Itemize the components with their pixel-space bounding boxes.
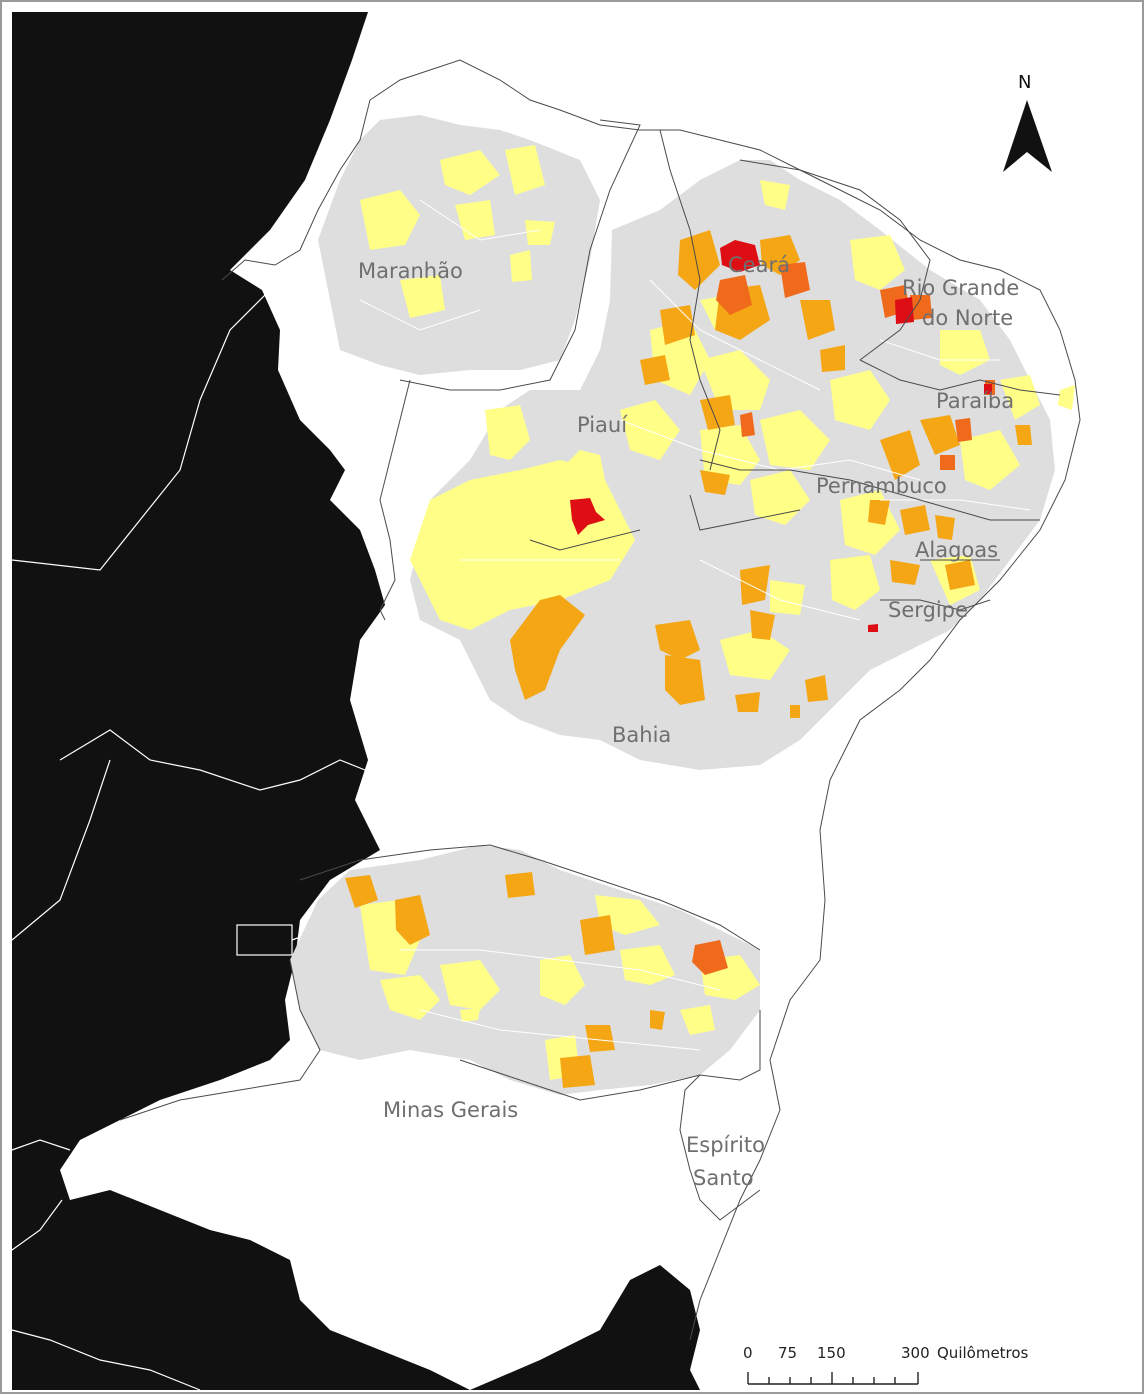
internal-borders	[359, 199, 1031, 1051]
label-paraiba: Paraíba	[936, 389, 1014, 413]
outside-region-west	[12, 12, 470, 1390]
scale-tick-300: 300	[901, 1344, 930, 1362]
label-minas-gerais: Minas Gerais	[383, 1098, 518, 1122]
outside-region-southeast	[470, 1265, 700, 1390]
label-sergipe: Sergipe	[888, 598, 968, 622]
label-piaui: Piauí	[577, 413, 628, 437]
label-pernambuco: Pernambuco	[816, 474, 947, 498]
label-rio-grande-do-norte-line1: Rio Grande	[902, 276, 1019, 300]
label-alagoas: Alagoas	[915, 538, 998, 562]
label-rio-grande-do-norte-line2: do Norte	[922, 306, 1013, 330]
label-espirito-santo-line1: Espírito	[686, 1133, 765, 1157]
scale-tick-0: 0	[743, 1344, 753, 1362]
scale-bar: 0 75 150 300 Quilômetros	[743, 1344, 1029, 1385]
scale-tick-75: 75	[778, 1344, 797, 1362]
state-borders	[119, 59, 1081, 1341]
scale-tick-150: 150	[817, 1344, 846, 1362]
north-arrow: N	[1003, 72, 1052, 172]
municipality-class-3	[692, 262, 995, 975]
scale-ruler	[747, 1372, 919, 1385]
north-arrow-label: N	[1018, 72, 1031, 93]
scale-unit: Quilômetros	[937, 1344, 1029, 1362]
north-arrow-icon	[1003, 100, 1027, 172]
municipality-class-4	[570, 240, 992, 632]
label-maranhao: Maranhão	[358, 259, 463, 283]
label-ceara: Ceará	[728, 253, 790, 277]
municipality-class-2	[345, 230, 1032, 1088]
label-bahia: Bahia	[612, 723, 671, 747]
label-espirito-santo-line2: Santo	[693, 1166, 754, 1190]
